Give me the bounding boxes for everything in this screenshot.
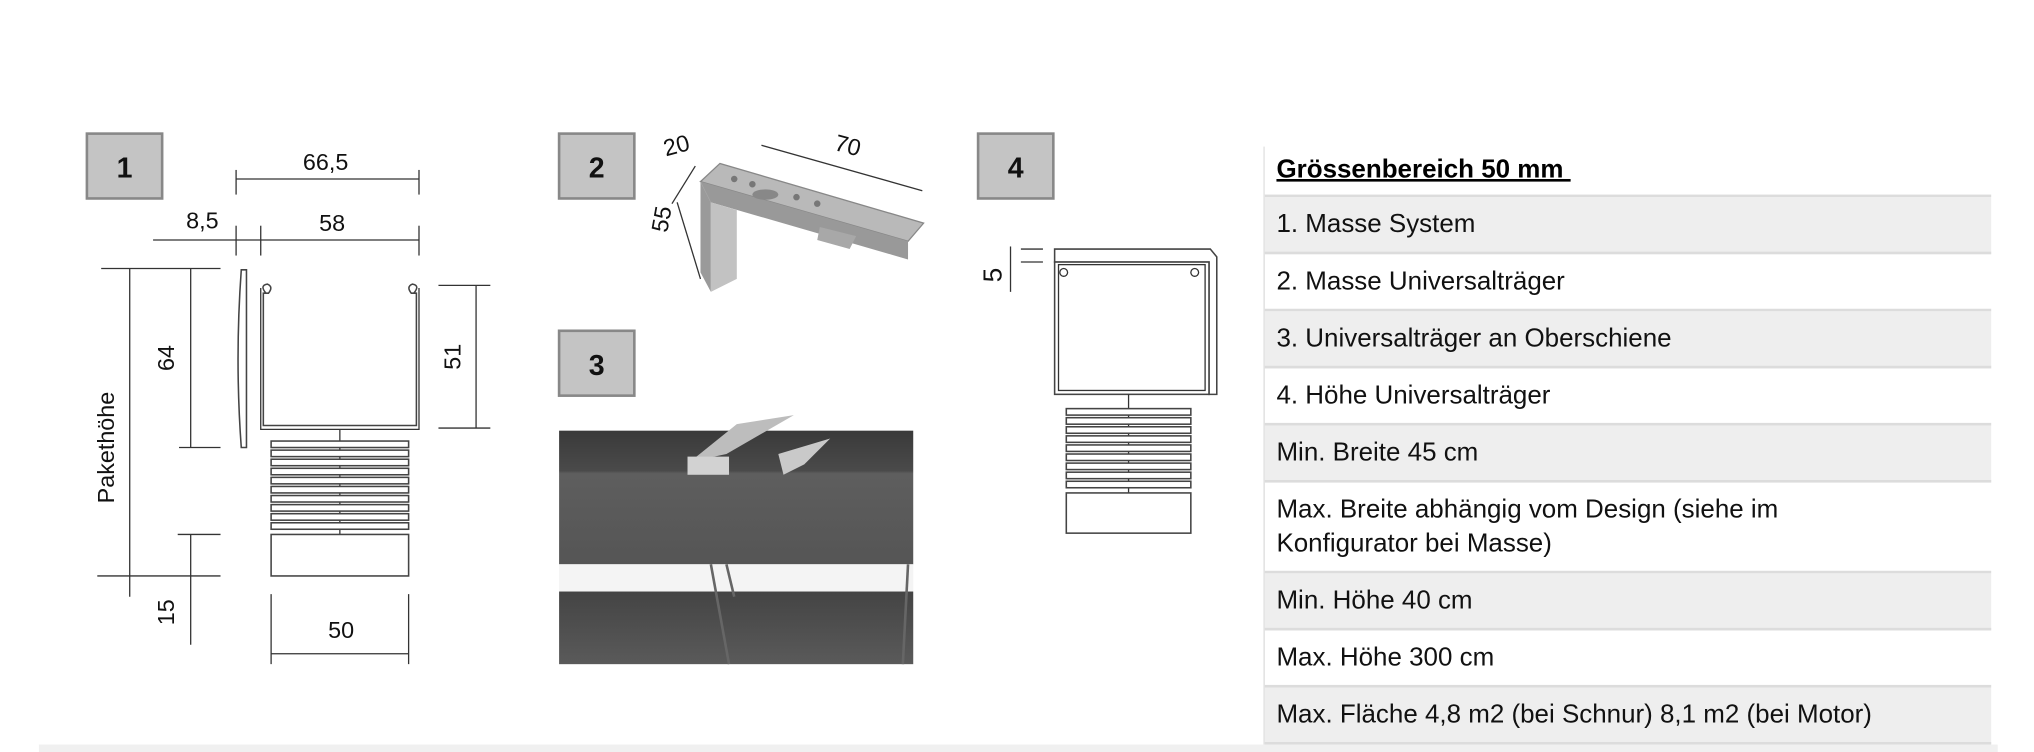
dim-height-64: 64: [153, 345, 179, 371]
dim-depth: 20: [660, 129, 692, 161]
panel-number: 1: [117, 153, 133, 185]
spec-row: 2. Masse Universalträger: [1264, 254, 1992, 312]
slat-stack: [270, 440, 410, 531]
panel-number-box: [976, 132, 1055, 200]
panel-number: 3: [589, 350, 605, 382]
panel-number-box: [85, 132, 164, 200]
spec-row: Min. Höhe 40 cm: [1264, 573, 1992, 631]
bracket-illustration: [699, 162, 925, 292]
panel-number-box: [557, 132, 636, 200]
panel-number: 4: [1008, 153, 1024, 185]
bottom-rail: [1065, 492, 1192, 534]
spec-table: Grössenbereich 50 mm 1. Masse System 2. …: [1263, 146, 1992, 745]
spec-row: Max. Höhe 300 cm: [1264, 630, 1992, 688]
side-cover: [237, 269, 248, 449]
spec-row: Min. Breite 45 cm: [1264, 425, 1992, 483]
spec-row: 4. Höhe Universalträger: [1264, 368, 1992, 426]
dim-width: 58: [319, 210, 345, 236]
panel-number: 2: [589, 153, 605, 185]
dim-bottom: 15: [153, 599, 179, 625]
panel-4-bracket-height: 4 5: [976, 132, 1218, 534]
panel-3-bracket-on-headrail: 3: [557, 329, 914, 665]
panel-1-system-dimensions: 1 66,5 8,5 58 Pakethöhe 64 15 51 50: [85, 132, 491, 665]
spec-row: 3. Universalträger an Oberschiene: [1264, 311, 1992, 369]
slat-stack: [1065, 407, 1192, 489]
dim-slat-width: 50: [328, 617, 354, 643]
dim-clearance: 5: [979, 268, 1007, 282]
panel-2-bracket-dimensions: 2 20 70 55: [557, 129, 925, 292]
dim-length: 70: [832, 129, 864, 161]
headrail-photo: [559, 415, 914, 665]
spec-row: 1. Masse System: [1264, 197, 1992, 255]
spec-row: Max. Breite abhängig vom Design (siehe i…: [1264, 483, 1992, 574]
dim-package-height: Pakethöhe: [93, 392, 119, 504]
spec-row: Max. Fläche 4,8 m2 (bei Schnur) 8,1 m2 (…: [1264, 687, 1992, 745]
footer-strip: [38, 744, 1998, 752]
dim-total-width: 66,5: [303, 149, 348, 175]
dim-offset: 8,5: [186, 207, 218, 233]
bottom-rail: [270, 533, 410, 577]
dim-height: 55: [646, 204, 676, 234]
headrail-channel: [262, 283, 418, 427]
spec-title: Grössenbereich 50 mm: [1264, 146, 1992, 198]
dim-channel-height: 51: [440, 344, 466, 370]
panel-number-box: [557, 329, 636, 397]
